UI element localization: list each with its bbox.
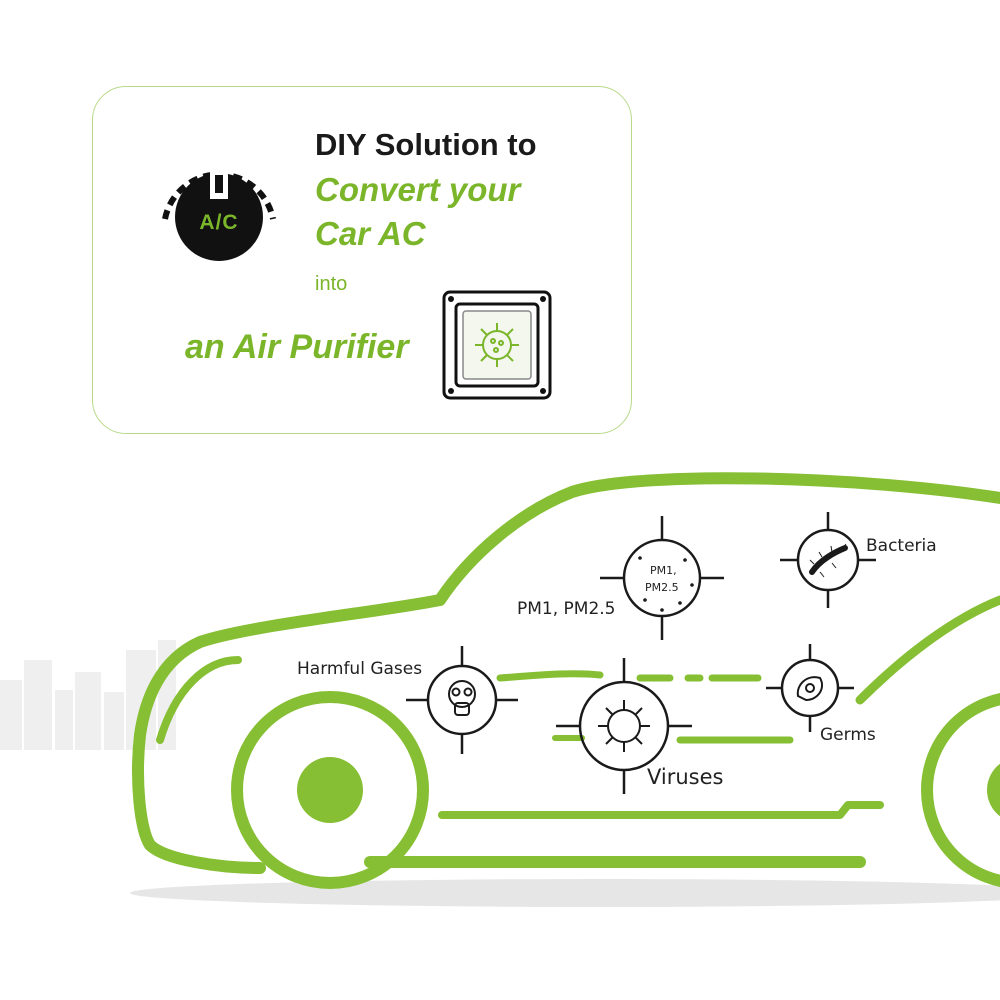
gases-target (406, 646, 518, 754)
title-air-purifier: an Air Purifier (185, 328, 409, 366)
bacteria-icon (809, 543, 847, 578)
title-line2: Convert your (315, 171, 521, 208)
rear-wheel (921, 693, 1000, 887)
viruses-target (556, 658, 692, 794)
pm-inner-line1: PM1, (650, 564, 677, 577)
bacteria-target (780, 512, 876, 608)
pm-label: PM1, PM2.5 (517, 599, 616, 619)
germs-label: Germs (820, 725, 876, 745)
virus-icon (598, 700, 650, 752)
viruses-label: Viruses (647, 765, 723, 789)
title-into: into (315, 273, 348, 295)
bacteria-label: Bacteria (866, 536, 937, 556)
pm-inner-line2: PM2.5 (645, 581, 679, 594)
air-filter-icon (442, 290, 552, 400)
gases-label: Harmful Gases (297, 659, 422, 679)
ac-power-icon: A/C (162, 169, 276, 261)
info-card: A/C DIY Solution to Convert your Car AC … (92, 86, 632, 434)
title-line3: Car AC (315, 215, 426, 252)
pm-target (600, 516, 724, 640)
ac-label: A/C (199, 211, 238, 234)
car-outline (132, 472, 1000, 874)
car-shadow (130, 879, 1000, 907)
germs-target (766, 644, 854, 732)
title-line1: DIY Solution to (315, 127, 537, 162)
front-wheel (231, 691, 429, 889)
